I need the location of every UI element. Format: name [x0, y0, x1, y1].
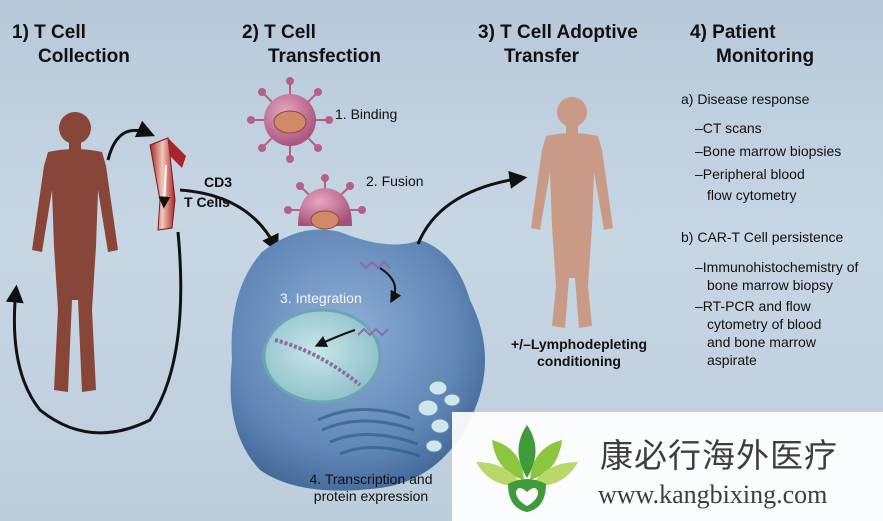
conditioning-line1: +/–Lymphodepleting [511, 336, 647, 352]
heading-monitoring-line2: Monitoring [716, 46, 815, 67]
conditioning-line2: conditioning [537, 353, 621, 369]
step-fusion: 2. Fusion [366, 173, 424, 189]
arrow-return-loop [5, 231, 183, 435]
heading-transfection-line1: 2) T Cell [242, 22, 316, 43]
persistence-item-ihc: –Immunohistochemistry of [695, 259, 859, 275]
disease-response-heading: a) Disease response [681, 91, 810, 107]
heading-adoptive-line1: 3) T Cell Adoptive [478, 22, 638, 43]
arrow-to-cell [179, 188, 279, 253]
cd3-label: CD3 T Cells [184, 174, 264, 211]
dna-strand [357, 327, 389, 337]
persistence-item-pcr-cont2: and bone marrow [707, 334, 816, 350]
heading-transfection: 2) T Cell Transfection [242, 21, 402, 69]
persistence-item-ihc-cont: bone marrow biopsy [707, 277, 834, 293]
ribosomes [417, 380, 461, 453]
step-transcription-line2: protein expression [313, 488, 429, 504]
persistence-item-pcr-cont3: aspirate [707, 352, 757, 368]
arrow-to-vessel [106, 120, 155, 161]
heading-collection: 1) T Cell Collection [12, 21, 162, 69]
integrated-dna [274, 338, 362, 387]
virus-binding [247, 77, 333, 163]
watermark-chinese-text: 康必行海外医疗 [600, 436, 838, 475]
persistence-list: –Immunohistochemistry of bone marrow bio… [695, 258, 881, 369]
nucleus [262, 308, 382, 404]
heading-collection-line1: 1) T Cell [12, 22, 86, 43]
arrow-to-transfer [416, 170, 528, 245]
blood-vessel [149, 137, 186, 231]
watermark-url: www.kangbixing.com [598, 480, 828, 509]
heading-adoptive: 3) T Cell Adoptive Transfer [478, 21, 668, 69]
cd3-label-line2: T Cells [184, 194, 230, 210]
disease-item-blood: –Peripheral blood [695, 166, 805, 182]
heading-collection-line2: Collection [38, 46, 130, 67]
cd3-label-line1: CD3 [204, 174, 233, 190]
heading-transfection-line2: Transfection [268, 46, 381, 67]
endoplasmic-reticulum [317, 408, 421, 458]
disease-item-blood-cont: flow cytometry [707, 187, 797, 203]
patient-figure-light [531, 97, 613, 328]
disease-item-biopsy: –Bone marrow biopsies [695, 143, 842, 159]
patient-figure-dark [32, 112, 118, 392]
persistence-item-pcr-cont1: cytometry of blood [707, 316, 822, 332]
heading-monitoring-line1: 4) Patient [690, 22, 776, 43]
virus-fusion [284, 174, 366, 230]
integration-arrow [314, 329, 356, 347]
disease-response-list: –CT scans –Bone marrow biopsies –Periphe… [695, 119, 881, 204]
conditioning-label: +/–Lymphodepleting conditioning [494, 336, 664, 370]
step-binding: 1. Binding [335, 106, 398, 122]
persistence-heading: b) CAR-T Cell persistence [681, 229, 844, 245]
heading-adoptive-line2: Transfer [504, 46, 579, 67]
persistence-item-pcr: –RT-PCR and flow [695, 298, 811, 314]
rna-strand [359, 260, 391, 270]
rna-arrow [379, 267, 402, 304]
step-transcription-line1: 4. Transcription and [309, 471, 433, 487]
heading-monitoring: 4) Patient Monitoring [690, 21, 870, 69]
step-transcription: 4. Transcription and protein expression [291, 471, 451, 505]
disease-item-ct: –CT scans [695, 120, 762, 136]
lotus-logo-icon [476, 425, 578, 512]
step-integration: 3. Integration [280, 290, 362, 306]
